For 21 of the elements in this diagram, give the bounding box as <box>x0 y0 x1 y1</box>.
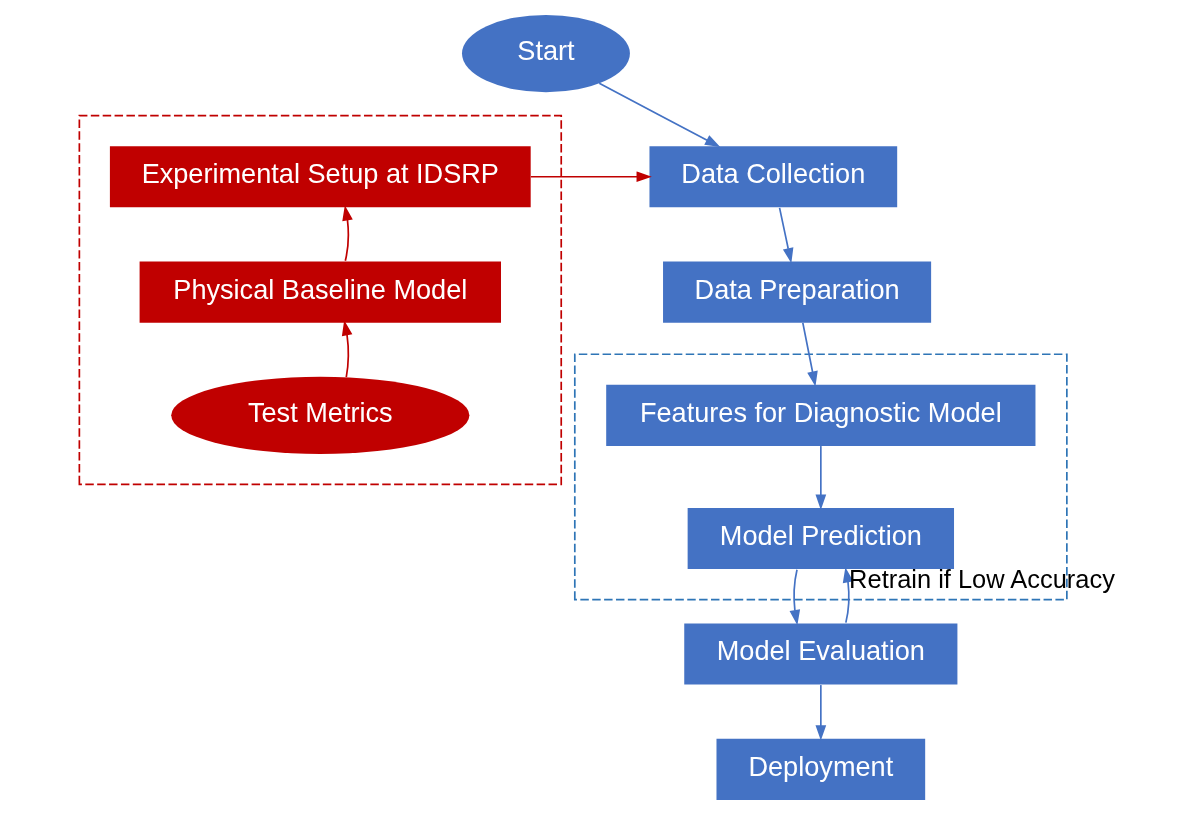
node-box: Model Evaluation <box>683 623 957 685</box>
arrow <box>814 684 826 741</box>
node-box: Model Prediction <box>687 508 954 570</box>
arrow <box>529 171 652 183</box>
arrow <box>341 205 353 262</box>
node-ellipse: Test Metrics <box>170 376 469 454</box>
node-box: Experimental Setup at IDSRP <box>109 146 531 208</box>
node-box: Physical Baseline Model <box>139 261 501 323</box>
node-ellipse: Start <box>461 14 630 93</box>
node-box: Deployment <box>716 738 925 800</box>
node-box: Data Preparation <box>662 261 931 323</box>
arrow <box>801 321 818 387</box>
arrow <box>814 445 826 510</box>
arrow <box>597 82 720 148</box>
arrow <box>842 567 853 624</box>
node-box: Data Collection <box>648 146 897 208</box>
arrow <box>341 320 352 379</box>
cluster <box>78 114 562 486</box>
arrow <box>789 568 800 626</box>
arrow <box>778 207 793 264</box>
node-box: Features for Diagnostic Model <box>605 384 1035 446</box>
